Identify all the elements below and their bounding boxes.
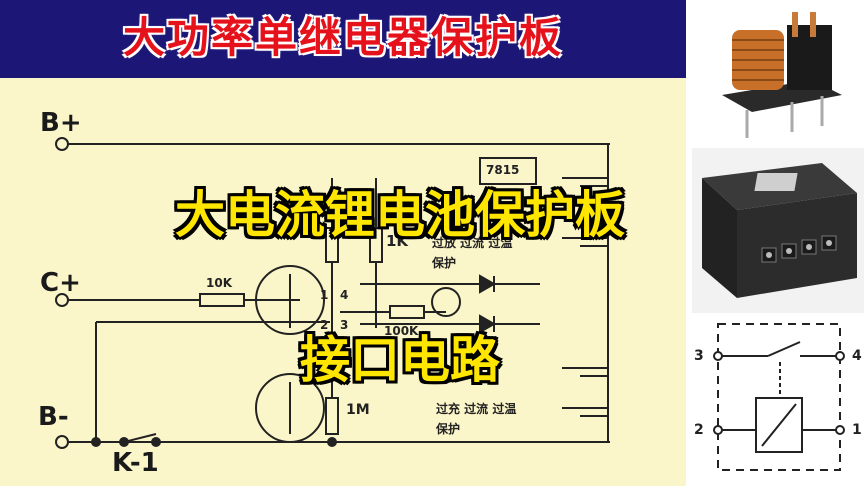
banner-title: 大功率单继电器保护板 [122, 13, 563, 62]
resistor-1m [325, 397, 339, 435]
regulator-7815 [479, 157, 537, 185]
relay-coil [755, 397, 803, 453]
diode-bottom [479, 314, 497, 334]
mosfet-bottom [255, 373, 325, 443]
label-b-plus: B+ [40, 108, 82, 138]
relay-photo [692, 0, 864, 144]
mosfet-top [255, 265, 325, 335]
schematic-panel: 大功率单继电器保护板 [0, 0, 686, 486]
relay-pin-3: 3 [694, 348, 704, 364]
protection-board-photo [692, 148, 864, 313]
diode-top [479, 274, 497, 294]
switch-k1 [123, 433, 157, 443]
title-banner: 大功率单继电器保护板 [0, 0, 686, 78]
note-top-line1: 过放 过流 过温 [432, 236, 513, 250]
label-1k: 1K [386, 232, 409, 250]
resistor-10k [199, 293, 245, 307]
note-bottom-line2: 保护 [436, 422, 461, 436]
b-minus-terminal [55, 435, 69, 449]
note-bottom-line1: 过充 过流 过温 [436, 402, 517, 416]
label-c-plus: C+ [40, 268, 81, 298]
label-7815: 7815 [486, 163, 520, 177]
label-pin4: 4 [340, 288, 349, 302]
label-1m: 1M [346, 402, 370, 418]
relay-contact-switch [767, 341, 801, 357]
label-pin2: 2 [320, 318, 329, 332]
label-pin3: 3 [340, 318, 349, 332]
relay-pin-1: 1 [852, 422, 862, 438]
label-pin1: 1 [320, 288, 329, 302]
relay-pin-4: 4 [852, 348, 862, 364]
overlay-title-1: 大电流锂电池保护板 [175, 186, 625, 244]
label-100k: 100K [384, 324, 419, 338]
label-10k: 10K [206, 276, 232, 290]
b-plus-terminal [55, 137, 69, 151]
circuit-schematic [55, 137, 610, 449]
relay-pin-2: 2 [694, 422, 704, 438]
label-b-minus: B- [38, 402, 69, 432]
note-top-line2: 保护 [432, 256, 457, 270]
overlay-title-2: 接口电路 [300, 331, 500, 389]
relay-symbol [692, 318, 864, 486]
label-k1: K-1 [112, 448, 159, 478]
transistor [431, 287, 461, 317]
resistor-100k [389, 305, 425, 319]
switch-contact-right [151, 437, 161, 447]
